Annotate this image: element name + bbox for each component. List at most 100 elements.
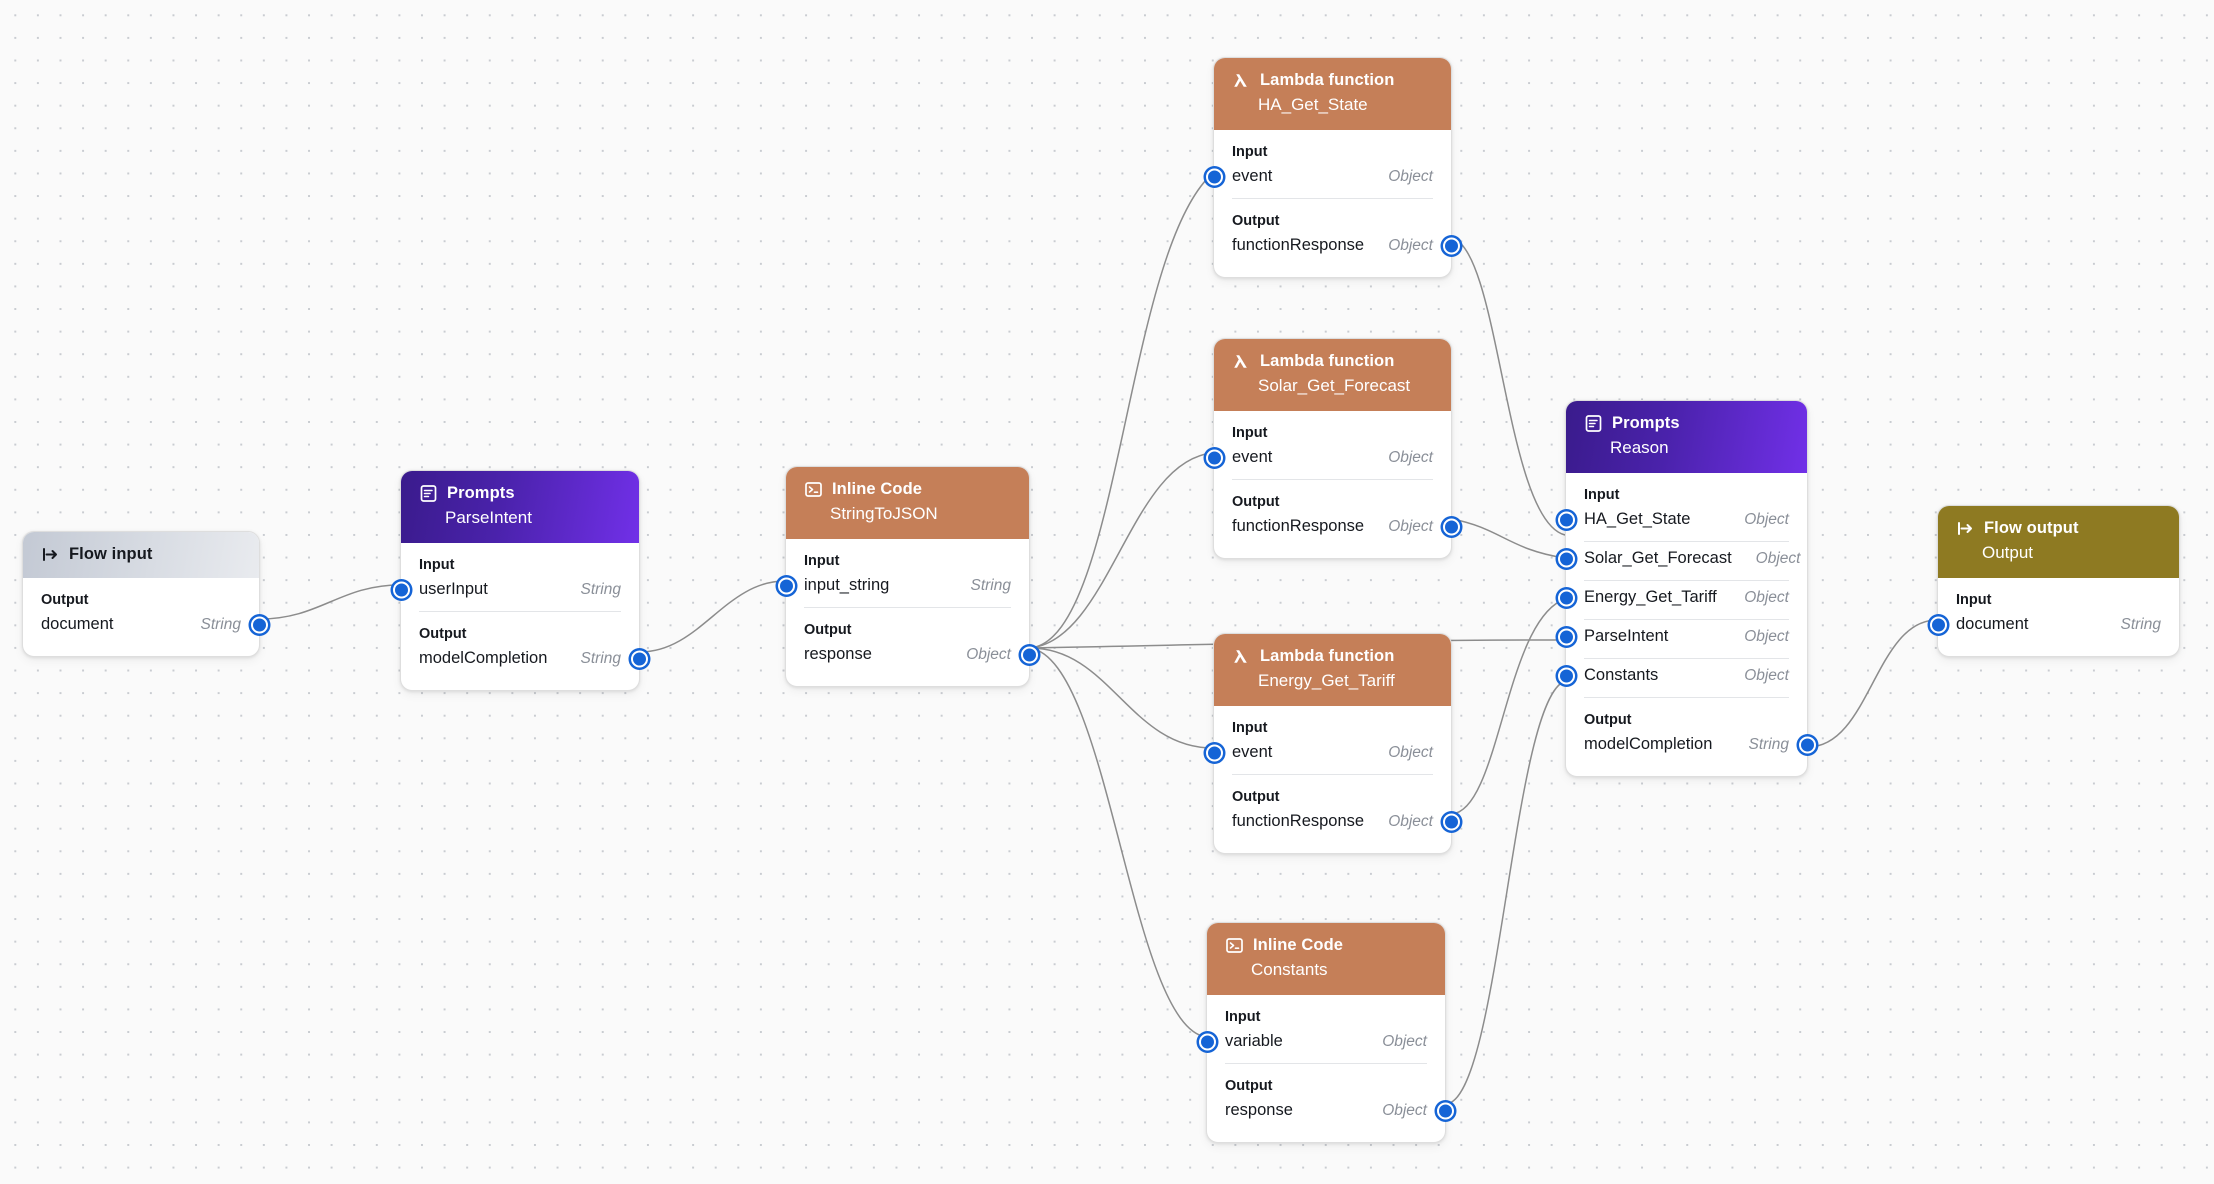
node-solar-get-forecast[interactable]: Lambda function Solar_Get_Forecast Input… <box>1205 338 1460 559</box>
input-port-ha-get-state[interactable] <box>1557 511 1575 529</box>
node-parse-intent[interactable]: Prompts ParseIntent Input userInput Stri… <box>392 470 648 691</box>
node-header-solar-get-forecast: Lambda function Solar_Get_Forecast <box>1214 339 1451 411</box>
node-name-label: Reason <box>1610 438 1669 457</box>
output-port-response[interactable] <box>1020 646 1038 664</box>
port-row-output-response[interactable]: response Object <box>1207 1094 1454 1128</box>
output-port-functionresponse[interactable] <box>1442 518 1460 536</box>
port-row-input-event[interactable]: event Object <box>1205 736 1451 770</box>
flow-arrow-icon <box>1956 519 1975 538</box>
node-header-reason: Prompts Reason <box>1566 401 1807 473</box>
port-row-input-input-string[interactable]: input_string String <box>777 569 1029 603</box>
input-port-energy-get-tariff[interactable] <box>1557 589 1575 607</box>
input-port-input-string[interactable] <box>777 577 795 595</box>
node-type-label: Prompts <box>447 484 515 502</box>
node-header-constants: Inline Code Constants <box>1207 923 1445 995</box>
port-row-input-document[interactable]: document String <box>1929 608 2179 642</box>
node-constants[interactable]: Inline Code Constants Input variable Obj… <box>1198 922 1454 1143</box>
port-name: ParseIntent <box>1584 627 1669 645</box>
input-section-label: Input <box>1956 592 1992 608</box>
port-row-input-ha-get-state[interactable]: HA_Get_State Object <box>1557 503 1807 537</box>
node-body-flow-output: Input document String <box>1929 578 2179 656</box>
input-port-event[interactable] <box>1205 744 1223 762</box>
node-flow-input[interactable]: Flow input Output document String <box>22 531 268 657</box>
edge-constants-reason <box>1445 680 1566 1105</box>
port-row-output-response[interactable]: response Object <box>786 638 1038 672</box>
port-type: Object <box>1382 1101 1427 1119</box>
port-row-output-modelcompletion[interactable]: modelCompletion String <box>401 642 648 676</box>
port-row-input-energy-get-tariff[interactable]: Energy_Get_Tariff Object <box>1557 581 1807 615</box>
node-name-label: HA_Get_State <box>1258 95 1368 114</box>
node-reason[interactable]: Prompts Reason Input HA_Get_State Object… <box>1557 400 1816 777</box>
port-type: String <box>1748 735 1790 753</box>
input-port-userinput[interactable] <box>392 581 410 599</box>
port-name: HA_Get_State <box>1584 510 1691 528</box>
output-section-label: Output <box>804 622 852 638</box>
port-name: functionResponse <box>1232 517 1365 535</box>
input-section-label: Input <box>1232 425 1268 441</box>
port-row-output-functionresponse[interactable]: functionResponse Object <box>1214 805 1460 839</box>
port-row-output-modelcompletion[interactable]: modelCompletion String <box>1566 728 1816 762</box>
node-type-label: Inline Code <box>832 480 923 498</box>
port-row-input-userinput[interactable]: userInput String <box>392 573 639 607</box>
edge-parseintent-stringtojson <box>639 580 786 653</box>
flow-arrow-icon <box>41 545 60 564</box>
node-string-to-json[interactable]: Inline Code StringToJSON Input input_str… <box>777 466 1038 687</box>
port-row-input-event[interactable]: event Object <box>1205 441 1451 475</box>
output-port-document[interactable] <box>250 616 268 634</box>
port-row-input-constants[interactable]: Constants Object <box>1557 659 1807 693</box>
node-name-label: Energy_Get_Tariff <box>1258 671 1395 690</box>
output-port-functionresponse[interactable] <box>1442 813 1460 831</box>
port-divider <box>1584 541 1789 542</box>
node-body-solar-get-forecast: Input event Object Output functionRespon… <box>1205 411 1460 558</box>
input-port-event[interactable] <box>1205 168 1223 186</box>
output-port-response[interactable] <box>1436 1102 1454 1120</box>
port-row-output-document[interactable]: document String <box>23 608 268 642</box>
node-ha-get-state[interactable]: Lambda function HA_Get_State Input event… <box>1205 57 1460 278</box>
port-type: Object <box>1744 510 1789 528</box>
output-port-functionresponse[interactable] <box>1442 237 1460 255</box>
port-row-input-parseintent[interactable]: ParseIntent Object <box>1557 620 1807 654</box>
document-text-icon <box>1584 414 1603 433</box>
node-energy-get-tariff[interactable]: Lambda function Energy_Get_Tariff Input … <box>1205 633 1460 854</box>
port-name: event <box>1232 448 1273 466</box>
input-section-label: Input <box>1232 720 1268 736</box>
node-header-flow-input: Flow input <box>23 532 259 578</box>
port-type: String <box>970 576 1012 594</box>
node-type-label: Prompts <box>1612 414 1680 432</box>
node-flow-output[interactable]: Flow output Output Input document String <box>1929 505 2180 657</box>
port-name: Constants <box>1584 666 1659 684</box>
port-type: Object <box>1744 588 1789 606</box>
output-port-modelcompletion[interactable] <box>1798 736 1816 754</box>
port-row-input-event[interactable]: event Object <box>1205 160 1451 194</box>
node-body-parse-intent: Input userInput String Output modelCompl… <box>392 543 648 690</box>
input-port-variable[interactable] <box>1198 1033 1216 1051</box>
node-header-energy-get-tariff: Lambda function Energy_Get_Tariff <box>1214 634 1451 706</box>
port-row-input-solar-get-forecast[interactable]: Solar_Get_Forecast Object <box>1557 542 1807 576</box>
input-port-parseintent[interactable] <box>1557 628 1575 646</box>
port-name: modelCompletion <box>419 649 548 667</box>
node-body-energy-get-tariff: Input event Object Output functionRespon… <box>1205 706 1460 853</box>
node-body-constants: Input variable Object Output response Ob… <box>1198 995 1454 1142</box>
port-row-input-variable[interactable]: variable Object <box>1198 1025 1445 1059</box>
node-header-flow-output: Flow output Output <box>1938 506 2179 578</box>
node-name-label: Output <box>1982 543 2034 562</box>
port-type: String <box>200 615 242 633</box>
edge-flowinput-parseintent <box>259 584 401 620</box>
port-name: functionResponse <box>1232 236 1365 254</box>
input-port-constants[interactable] <box>1557 667 1575 685</box>
port-row-output-functionresponse[interactable]: functionResponse Object <box>1214 229 1460 263</box>
port-name: variable <box>1225 1032 1283 1050</box>
input-section-label: Input <box>1232 144 1268 160</box>
input-section-label: Input <box>804 553 840 569</box>
port-type: Object <box>1388 517 1433 535</box>
port-row-output-functionresponse[interactable]: functionResponse Object <box>1214 510 1460 544</box>
input-port-solar-get-forecast[interactable] <box>1557 550 1575 568</box>
output-port-modelcompletion[interactable] <box>630 650 648 668</box>
port-name: modelCompletion <box>1584 735 1713 753</box>
lambda-icon <box>1232 352 1251 371</box>
port-type: String <box>580 580 622 598</box>
input-port-event[interactable] <box>1205 449 1223 467</box>
input-port-document[interactable] <box>1929 616 1947 634</box>
terminal-icon <box>1225 936 1244 955</box>
